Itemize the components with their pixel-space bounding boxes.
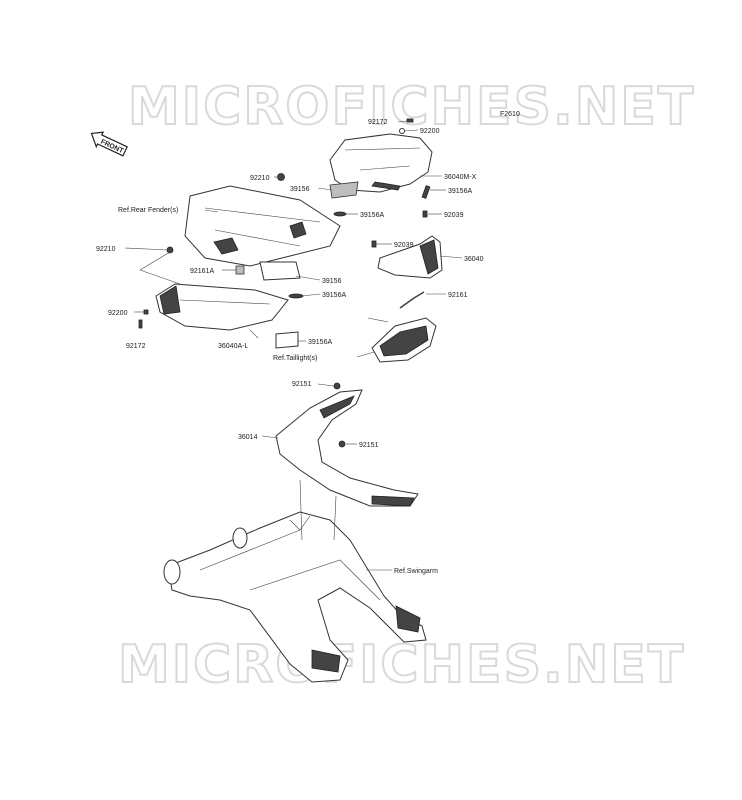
part-labels: 92172 92200 92210 39156 36040M-X 39156A … [96,119,484,575]
bolt-92151-top-icon [333,382,341,390]
swingarm-ref [163,511,427,683]
label-92172-left: 92172 [126,343,146,350]
label-92172-top: 92172 [368,119,388,126]
label-39156-top: 39156 [290,186,310,193]
label-39156A-low: 39156A [308,339,332,346]
label-39156A-c1: 39156A [360,212,384,219]
pad-39156-mid-icon [259,261,301,281]
watermark-bottom: MICROFICHES.NET [118,635,685,695]
bolt-92172-left-icon [138,319,143,329]
label-39156-mid: 39156 [322,278,342,285]
side-cover-36040A-L [155,283,289,331]
label-92161: 92161 [448,292,468,299]
washer-92200-top-icon [399,128,405,134]
label-92200-left: 92200 [108,310,128,317]
label-92210-top: 92210 [250,175,270,182]
clip-39156A-c1-icon [333,211,347,217]
leader-lines [124,120,463,571]
nut-92039-c1-icon [371,240,377,248]
watermark-top: MICROFICHES.NET [128,77,695,137]
label-ref-rear-fender: Ref.Rear Fender(s) [118,207,178,214]
rear-hugger-36014 [275,389,419,507]
clip-39156A-mid-icon [288,293,304,299]
label-36040M-X: 36040M-X [444,174,477,181]
bracket-92161A-icon [235,265,245,275]
label-ref-swingarm: Ref.Swingarm [394,568,438,575]
label-36040A-L: 36040A-L [218,343,248,350]
side-cover-36040 [377,235,443,279]
label-92039-c1: 92039 [394,242,414,249]
pad-39156-top-icon [329,181,359,199]
rear-fender-ref [184,185,341,267]
bolt-92151-mid-icon [338,440,346,448]
taillight-ref [367,317,437,363]
label-92161A: 92161A [190,268,214,275]
label-36014: 36014 [238,434,258,441]
nut-92039-r1-icon [422,210,428,218]
label-92151-top: 92151 [292,381,312,388]
pad-39156A-low-icon [275,331,299,349]
figure-id: F2610 [500,111,520,118]
harness-92161-icon [399,291,425,309]
label-36040: 36040 [464,256,484,263]
bolt-92172-top-icon [406,118,414,123]
washer-92200-left-icon [143,309,149,315]
label-92039-r1: 92039 [444,212,464,219]
front-arrow-icon: FRONT [90,131,128,157]
clip-39156A-r1-icon [421,185,431,199]
label-92151-mid: 92151 [359,442,379,449]
label-39156A-r1: 39156A [448,188,472,195]
label-39156A-mid: 39156A [322,292,346,299]
label-92200-top: 92200 [420,128,440,135]
label-ref-taillight: Ref.Taillight(s) [273,355,317,362]
label-92210-left: 92210 [96,246,116,253]
